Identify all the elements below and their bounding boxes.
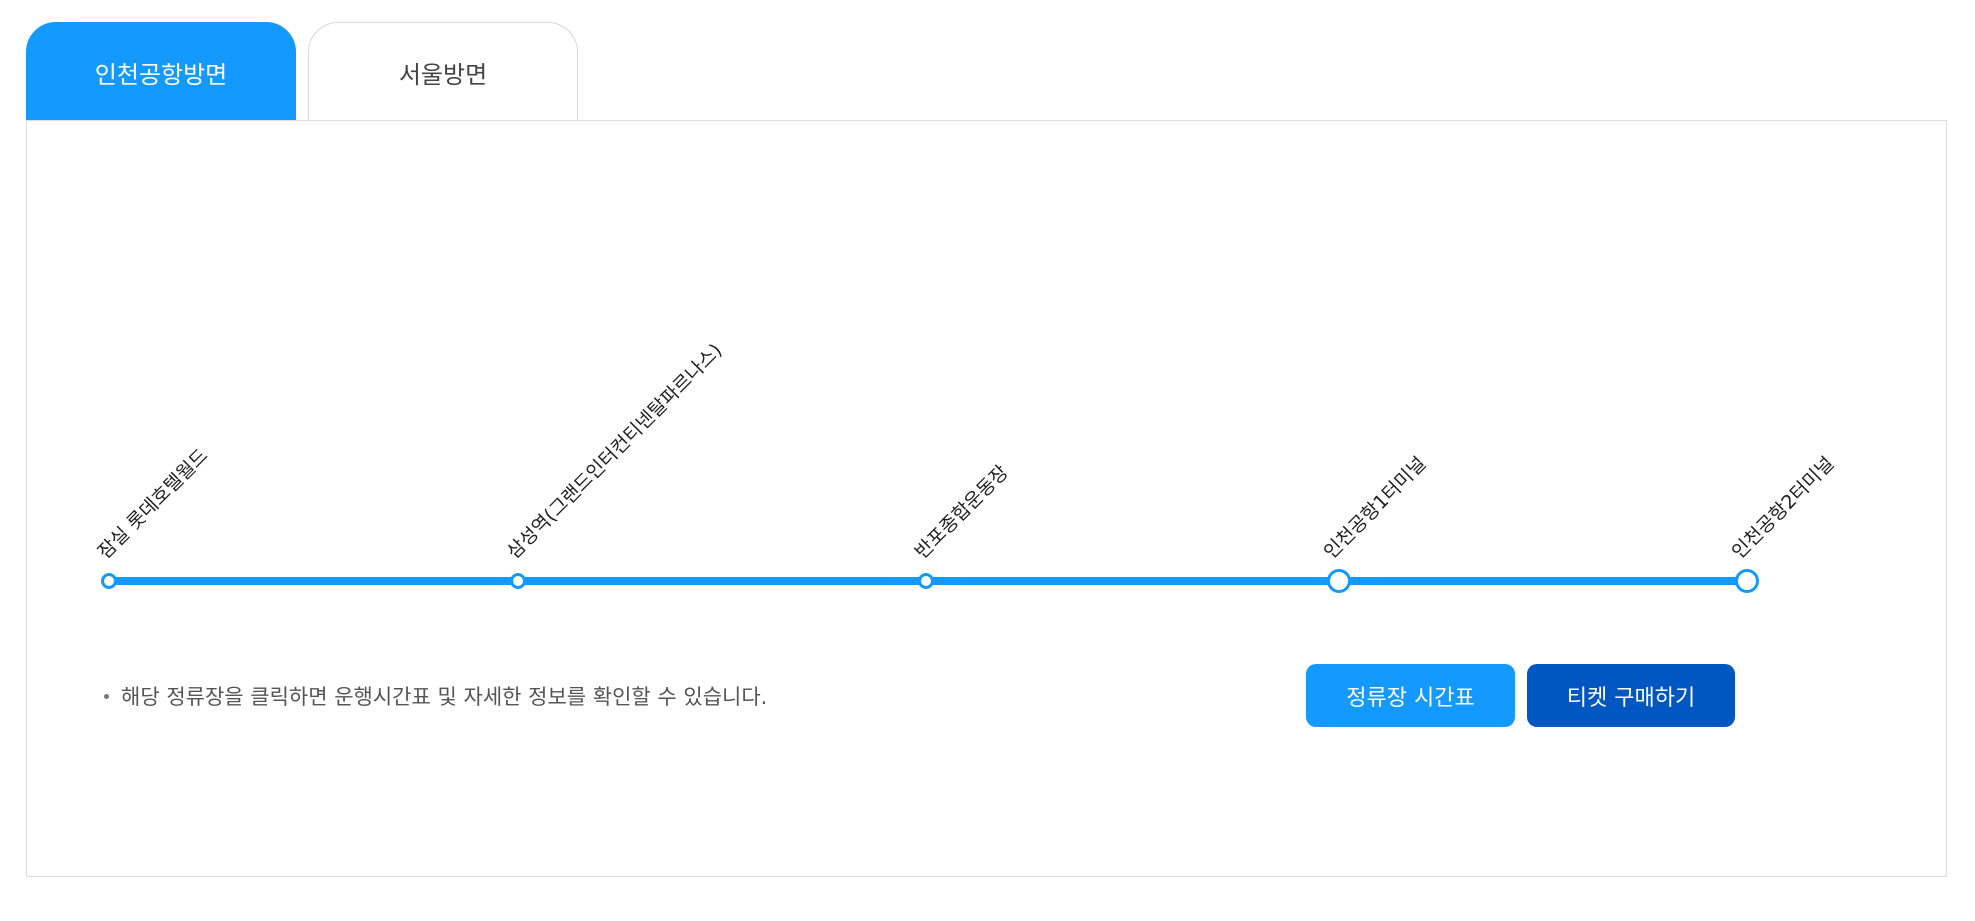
- stop-marker-banpo[interactable]: [918, 573, 934, 589]
- stop-marker-samseong[interactable]: [510, 573, 526, 589]
- stop-timetable-label: 정류장 시간표: [1346, 685, 1475, 711]
- stop-marker-terminal2[interactable]: [1735, 569, 1759, 593]
- tab-label: 인천공항방면: [94, 60, 228, 89]
- buy-ticket-button[interactable]: 티켓 구매하기: [1527, 664, 1735, 727]
- stop-marker-terminal1[interactable]: [1327, 569, 1351, 593]
- stop-marker-jamsil[interactable]: [101, 573, 117, 589]
- tab-incheon-airport[interactable]: 인천공항방면: [26, 22, 296, 122]
- bullet-icon: [104, 693, 109, 699]
- notice: 해당 정류장을 클릭하면 운행시간표 및 자세한 정보를 확인할 수 있습니다.: [104, 681, 767, 711]
- tab-label: 서울방면: [398, 61, 488, 89]
- buy-ticket-label: 티켓 구매하기: [1566, 685, 1696, 711]
- notice-text: 해당 정류장을 클릭하면 운행시간표 및 자세한 정보를 확인할 수 있습니다.: [121, 685, 768, 709]
- route-panel: [26, 120, 1947, 877]
- tab-seoul[interactable]: 서울방면: [308, 22, 578, 122]
- stop-timetable-button[interactable]: 정류장 시간표: [1306, 664, 1515, 727]
- direction-tabs: 인천공항방면 서울방면: [26, 22, 586, 122]
